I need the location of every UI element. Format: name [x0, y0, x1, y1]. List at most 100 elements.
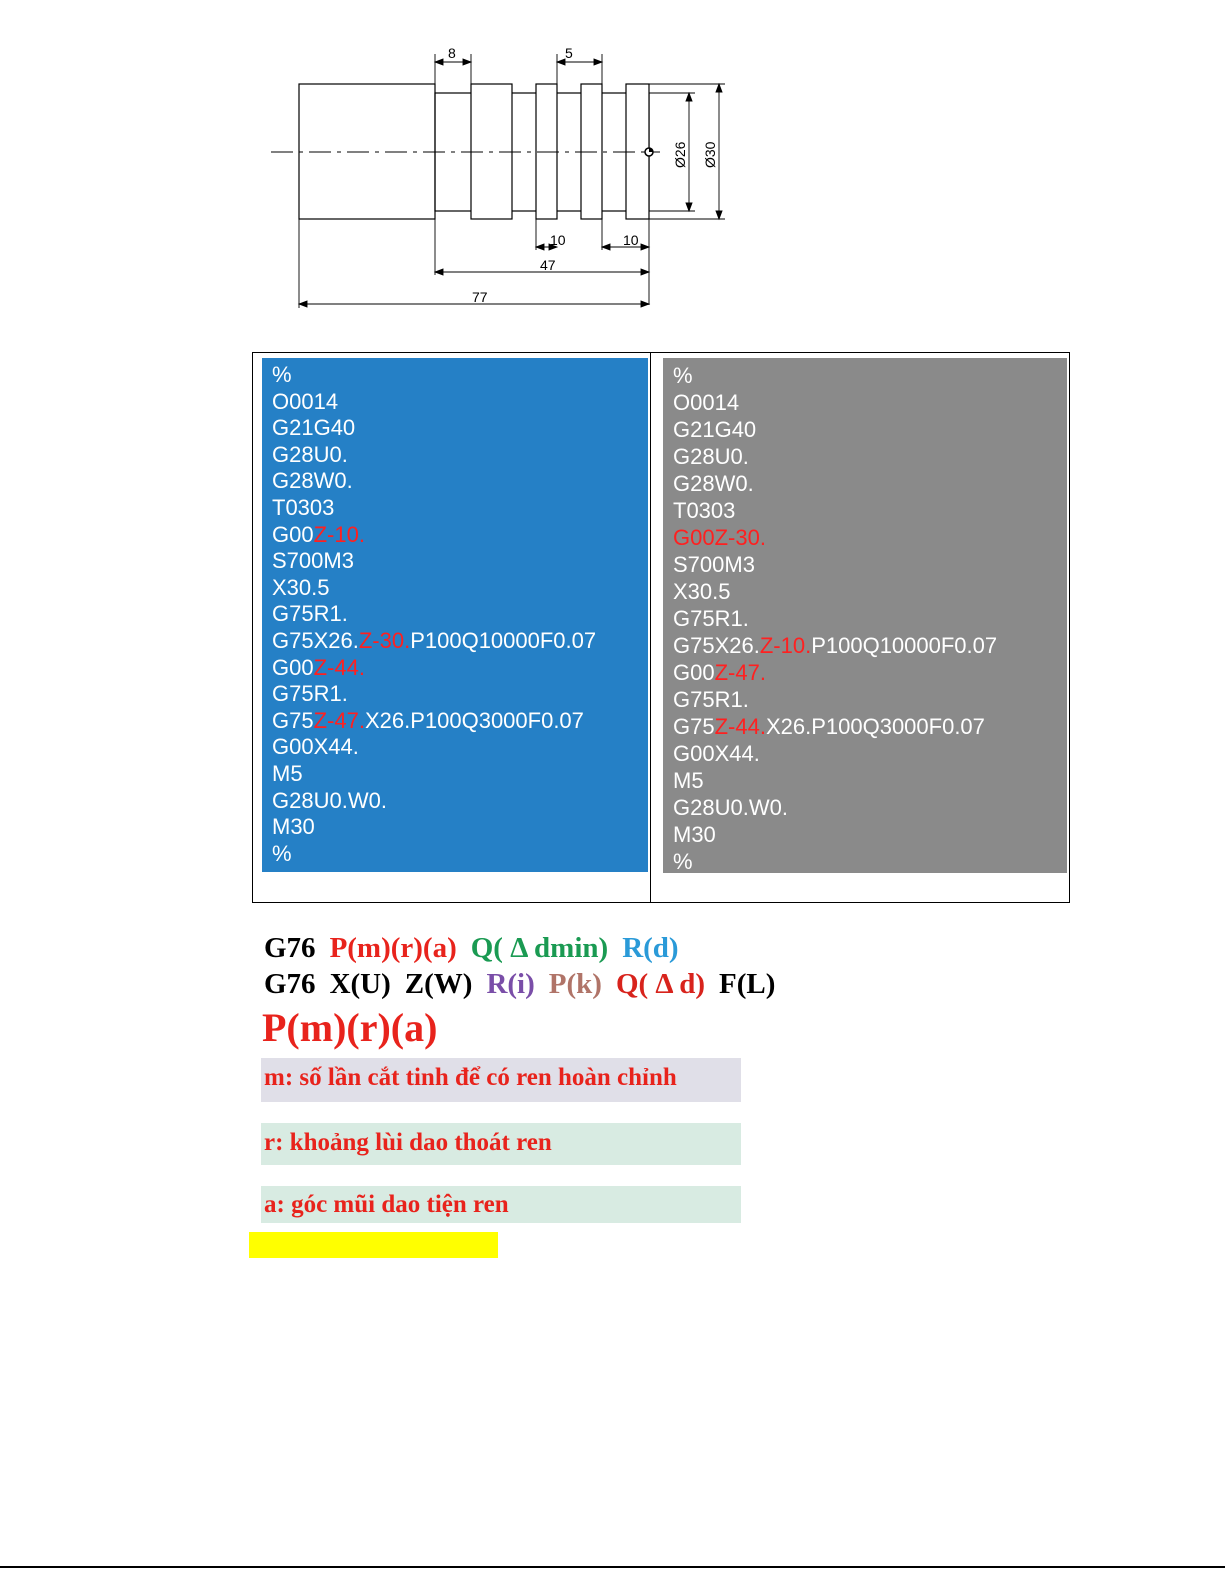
code-text: G28W0.	[673, 471, 754, 496]
code-highlight: Z-10.	[759, 633, 812, 658]
syntax-token: X(U)	[329, 968, 391, 1000]
code-highlight: Z-10.	[313, 521, 365, 547]
code-text: G75	[673, 714, 715, 739]
syntax-token: R(i)	[486, 968, 535, 1000]
param-r-description: r: khoảng lùi dao thoát ren	[261, 1123, 741, 1165]
dim-10-a: 10	[550, 232, 566, 248]
code-text: M30	[272, 814, 315, 840]
code-text: O0014	[673, 390, 740, 415]
code-text: S700M3	[272, 548, 354, 574]
code-text: G00	[673, 660, 715, 685]
code-line: M5	[673, 767, 1067, 794]
highlight-bar	[249, 1232, 498, 1258]
syntax-token: Q( Δ dmin)	[470, 932, 609, 964]
code-line: S700M3	[673, 551, 1067, 578]
param-m-description: m: số lần cắt tinh để có ren hoàn chỉnh	[261, 1058, 741, 1102]
code-line: G75Z-44.X26.P100Q3000F0.07	[673, 713, 1067, 740]
code-text: T0303	[272, 494, 335, 520]
code-text: G28U0.W0.	[272, 787, 387, 813]
syntax-token: P(k)	[548, 968, 602, 1000]
syntax-token: G76	[264, 968, 316, 1000]
code-line: G00X44.	[673, 740, 1067, 767]
code-line: %	[673, 848, 1067, 875]
code-text: G21G40	[673, 417, 757, 442]
syntax-token: F(L)	[719, 968, 776, 1000]
g76-syntax-line-1: G76 P(m)(r)(a) Q( Δ dmin) R(d)	[264, 932, 693, 965]
code-text: G00X44.	[673, 741, 760, 766]
code-highlight: Z-44.	[714, 714, 766, 739]
code-text: %	[272, 362, 292, 387]
param-a-description: a: góc mũi dao tiện ren	[261, 1186, 741, 1223]
code-line: G28U0.W0.	[272, 788, 648, 815]
shaft-drawing: 8 5 10 10 47 77 Ø26 Ø30	[271, 45, 725, 308]
code-text: O0014	[272, 388, 339, 414]
code-highlight: Z-44.	[313, 654, 365, 680]
dim-47: 47	[540, 257, 556, 273]
code-text: G28U0.	[673, 444, 749, 469]
code-text: M30	[673, 822, 716, 847]
dim-77: 77	[472, 289, 488, 305]
code-line: %	[272, 841, 648, 868]
code-line: T0303	[272, 495, 648, 522]
dim-5: 5	[565, 45, 573, 61]
code-text: X30.5	[673, 579, 731, 604]
code-highlight: Z-30.	[358, 627, 411, 653]
dim-dia-30: Ø30	[702, 141, 718, 168]
code-line: %	[673, 362, 1067, 389]
code-line: G28U0.W0.	[673, 794, 1067, 821]
code-line: G28U0.	[272, 442, 648, 469]
code-text: G75X26.	[272, 627, 359, 653]
code-text: X26.P100Q3000F0.07	[364, 707, 584, 733]
code-line: G75X26.Z-10.P100Q10000F0.07	[673, 632, 1067, 659]
code-text: P100Q10000F0.07	[811, 633, 998, 658]
code-text: G00	[272, 654, 314, 680]
g76-syntax-line-2: G76 X(U) Z(W) R(i) P(k) Q( Δ d) F(L)	[264, 968, 789, 1001]
code-line: G28W0.	[272, 468, 648, 495]
code-text: M5	[673, 768, 704, 793]
dim-dia-26: Ø26	[672, 141, 688, 168]
dim-8: 8	[448, 45, 456, 61]
page-bottom-rule	[0, 1566, 1225, 1568]
code-line: G75X26.Z-30.P100Q10000F0.07	[272, 628, 648, 655]
code-line: G00X44.	[272, 734, 648, 761]
code-line: G28W0.	[673, 470, 1067, 497]
code-highlight: Z-47.	[714, 660, 766, 685]
code-line: G00Z-30.	[673, 524, 1067, 551]
code-line: X30.5	[272, 575, 648, 602]
code-line: G00Z-44.	[272, 655, 648, 682]
code-text: S700M3	[673, 552, 755, 577]
code-text: X30.5	[272, 574, 330, 600]
code-highlight: G00Z-30.	[673, 525, 766, 550]
code-text: G75R1.	[272, 681, 348, 707]
code-text: G21G40	[272, 415, 356, 441]
code-text: G75X26.	[673, 633, 760, 658]
syntax-token: R(d)	[622, 932, 679, 964]
code-text: P100Q10000F0.07	[410, 627, 597, 653]
code-line: S700M3	[272, 548, 648, 575]
syntax-token: Z(W)	[404, 968, 473, 1000]
code-text: G00X44.	[272, 734, 359, 760]
code-text: T0303	[673, 498, 736, 523]
dim-10-b: 10	[623, 232, 639, 248]
code-line: G21G40	[272, 415, 648, 442]
syntax-token: Q( Δ d)	[615, 968, 706, 1000]
syntax-token: P(m)(r)(a)	[329, 932, 457, 964]
code-line: %	[272, 362, 648, 389]
code-line: G21G40	[673, 416, 1067, 443]
code-text: %	[272, 840, 292, 866]
syntax-token: G76	[264, 932, 316, 964]
code-line: M5	[272, 761, 648, 788]
code-line: G00Z-47.	[673, 659, 1067, 686]
code-line: G28U0.	[673, 443, 1067, 470]
code-text: %	[673, 849, 693, 874]
code-highlight: Z-47.	[313, 707, 365, 733]
code-line: G75R1.	[673, 686, 1067, 713]
code-text: G00	[272, 521, 314, 547]
code-line: G75Z-47.X26.P100Q3000F0.07	[272, 708, 648, 735]
code-text: X26.P100Q3000F0.07	[765, 714, 985, 739]
code-text: G28U0.W0.	[673, 795, 788, 820]
code-line: O0014	[673, 389, 1067, 416]
